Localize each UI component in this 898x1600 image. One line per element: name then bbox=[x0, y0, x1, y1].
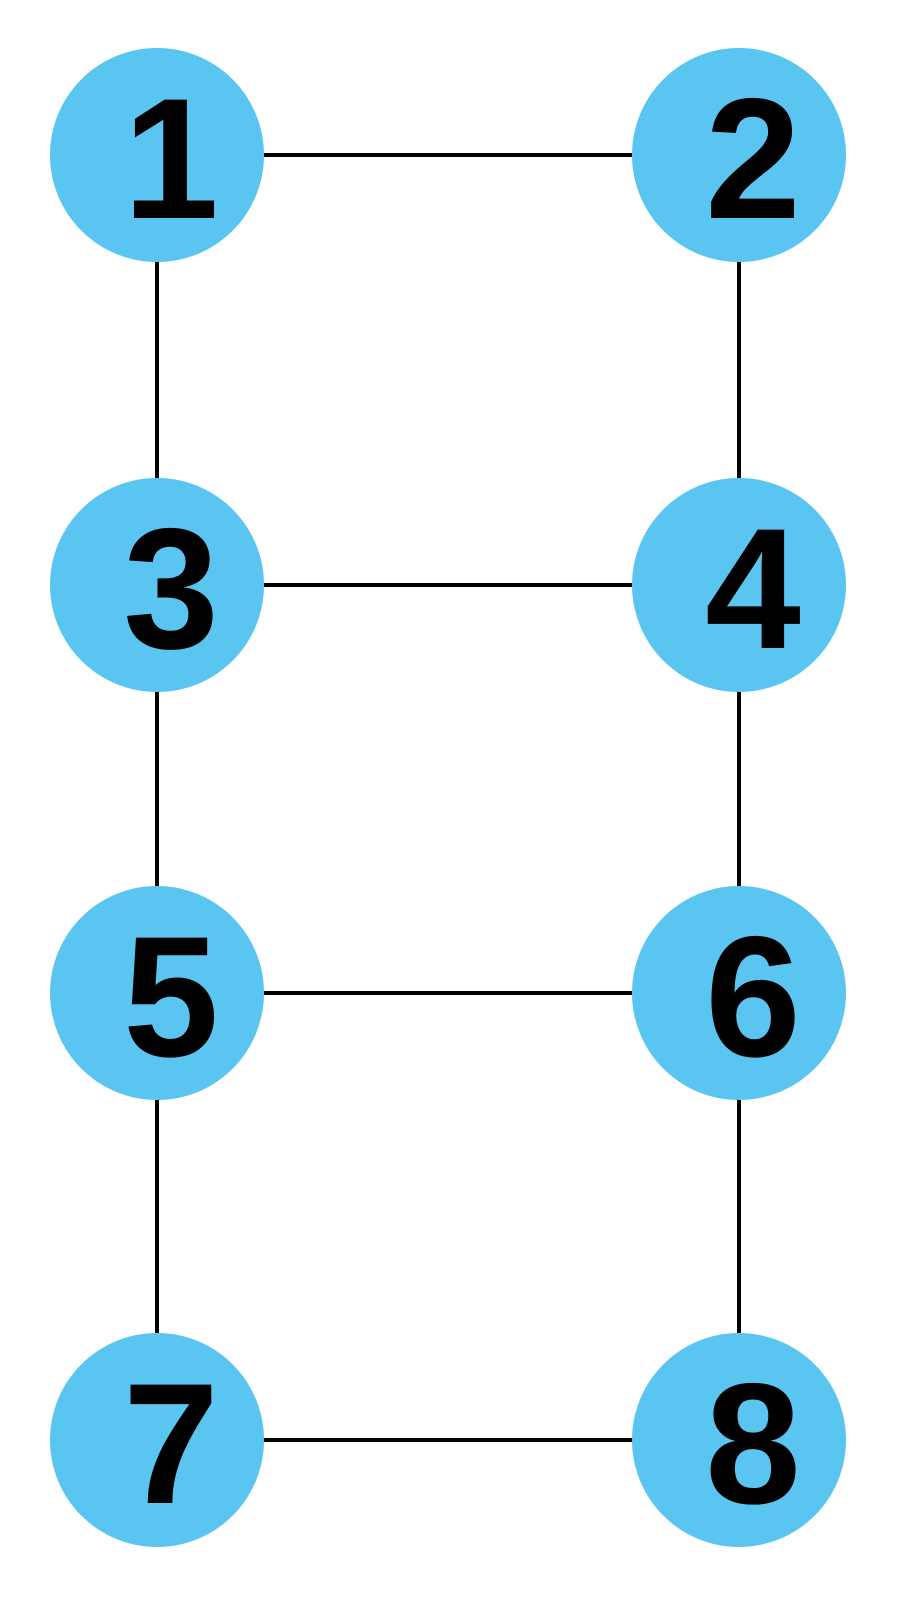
graph-node[interactable]: 6 bbox=[632, 886, 846, 1100]
node-circle[interactable] bbox=[50, 886, 264, 1100]
node-circle[interactable] bbox=[50, 478, 264, 692]
node-circle[interactable] bbox=[632, 478, 846, 692]
graph-node[interactable]: 4 bbox=[632, 478, 846, 692]
node-label: 8 bbox=[705, 1348, 801, 1540]
node-label: 7 bbox=[123, 1348, 219, 1540]
graph-node[interactable]: 5 bbox=[50, 886, 264, 1100]
node-circle[interactable] bbox=[50, 48, 264, 262]
graph-node[interactable]: 3 bbox=[50, 478, 264, 692]
node-label: 6 bbox=[705, 901, 801, 1093]
graph-node[interactable]: 8 bbox=[632, 1333, 846, 1547]
node-label: 4 bbox=[705, 493, 801, 685]
node-circle[interactable] bbox=[632, 1333, 846, 1547]
graph-node[interactable]: 1 bbox=[50, 48, 264, 262]
node-circle[interactable] bbox=[50, 1333, 264, 1547]
node-label: 2 bbox=[705, 63, 801, 255]
node-layer: 1 2 3 4 5 6 7 8 bbox=[50, 48, 846, 1547]
graph-node[interactable]: 2 bbox=[632, 48, 846, 262]
node-label: 1 bbox=[123, 63, 219, 255]
edge-layer bbox=[155, 153, 741, 1442]
graph-node[interactable]: 7 bbox=[50, 1333, 264, 1547]
node-label: 5 bbox=[123, 901, 219, 1093]
node-label: 3 bbox=[123, 493, 219, 685]
node-circle[interactable] bbox=[632, 886, 846, 1100]
node-circle[interactable] bbox=[632, 48, 846, 262]
